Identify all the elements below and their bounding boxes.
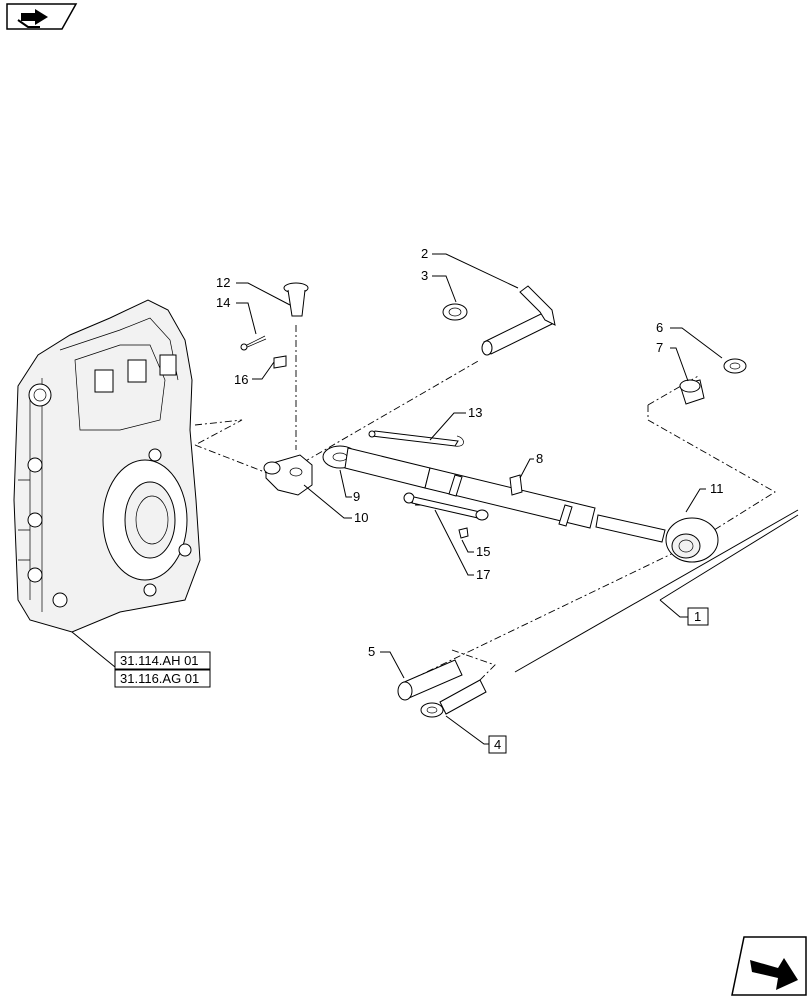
callout-7: 7	[656, 340, 663, 355]
part-10-bracket	[263, 454, 313, 496]
svg-text:4: 4	[494, 737, 501, 752]
callout-5: 5	[368, 644, 375, 659]
part-4-pin	[420, 679, 487, 718]
reference-box-2[interactable]: 31.116.AG 01	[114, 669, 211, 688]
next-arrow-icon[interactable]	[731, 936, 807, 996]
callout-15: 15	[476, 544, 490, 559]
housing-drawing	[13, 299, 201, 633]
reference-link: 31.114.AH 01	[120, 653, 199, 668]
part-14-clip	[240, 335, 267, 351]
part-15-pin	[458, 527, 469, 539]
part-2-pin	[481, 285, 556, 356]
callout-17: 17	[476, 567, 490, 582]
boxed-callout-1: 1	[687, 607, 709, 626]
part-5-pin	[397, 659, 463, 701]
back-arrow-icon[interactable]	[6, 3, 78, 30]
callout-13: 13	[468, 405, 482, 420]
callout-3: 3	[421, 268, 428, 283]
assembly-centerlines	[194, 325, 776, 691]
part-6-snap-ring	[723, 358, 747, 374]
callout-16: 16	[234, 372, 248, 387]
callout-labels: 2 3 12 14 16 6 7 13 8 11 9 10 15 17 5	[216, 246, 724, 659]
part-12-clevis-pin	[283, 282, 309, 317]
callout-11: 11	[710, 481, 724, 496]
leader-lines	[71, 253, 799, 745]
callout-10: 10	[354, 510, 368, 525]
callout-6: 6	[656, 320, 663, 335]
boxed-callout-4: 4	[488, 735, 507, 754]
reference-link: 31.116.AG 01	[120, 671, 199, 686]
part-17-adjusting-rod	[403, 492, 489, 521]
part-3-snap-ring	[442, 303, 468, 321]
callout-9: 9	[353, 489, 360, 504]
top-link-assembly	[322, 445, 719, 563]
callout-8: 8	[536, 451, 543, 466]
part-7-bushing	[679, 379, 705, 405]
callout-12: 12	[216, 275, 230, 290]
callout-14: 14	[216, 295, 230, 310]
part-13-lock-pin	[368, 430, 464, 447]
part-16-nut	[273, 355, 287, 369]
svg-text:1: 1	[694, 609, 701, 624]
reference-box-1[interactable]: 31.114.AH 01	[114, 651, 211, 670]
callout-2: 2	[421, 246, 428, 261]
